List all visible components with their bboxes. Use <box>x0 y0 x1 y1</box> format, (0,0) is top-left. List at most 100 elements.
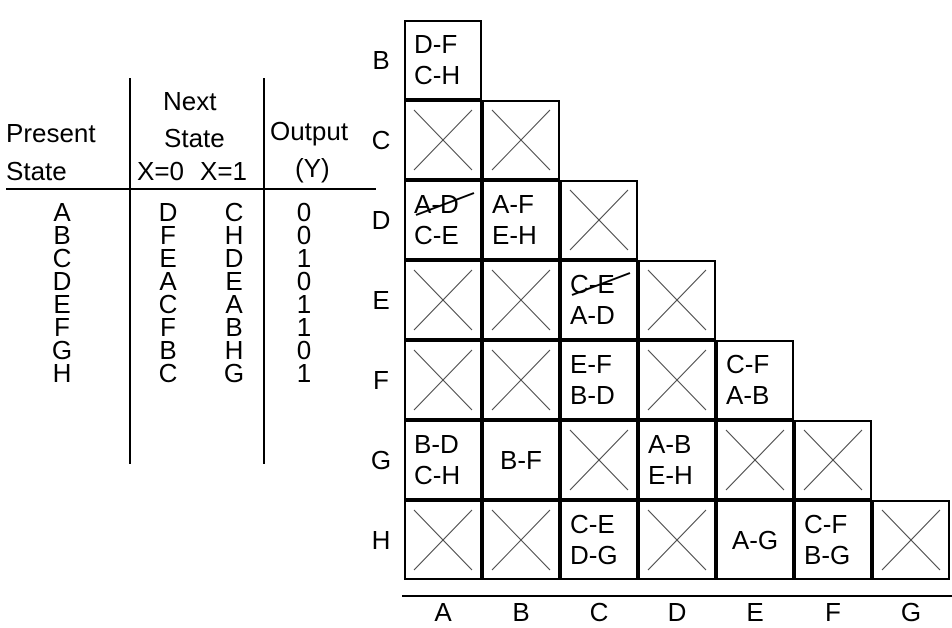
incompatible-cell <box>638 340 716 420</box>
incompatible-cell <box>794 420 872 500</box>
next-x0-cell: F <box>160 220 176 250</box>
output-cell: 1 <box>296 243 312 273</box>
output-cell: 0 <box>296 197 312 227</box>
implied-pair: A-B <box>726 380 770 410</box>
incompatible-cell <box>872 500 950 580</box>
incompatible-cell <box>482 260 560 340</box>
implied-pair: A-D <box>570 300 615 330</box>
present-cell: C <box>52 243 72 273</box>
header-x1: X=1 <box>200 156 247 186</box>
cross-icon <box>491 109 551 171</box>
cross-icon <box>647 269 707 331</box>
implied-pair: A-B <box>648 429 692 459</box>
incompatible-cell <box>638 260 716 340</box>
strikethrough-icon <box>571 272 631 296</box>
struck-pair: A-D <box>414 189 475 220</box>
row-label: B <box>372 45 390 75</box>
struck-pair: C-E <box>570 269 631 300</box>
col-label: D <box>667 597 687 627</box>
implied-pair: A-F <box>492 189 534 219</box>
col-label: G <box>900 597 922 627</box>
col-label: F <box>825 597 841 627</box>
row-label: F <box>373 365 389 395</box>
output-cell: 1 <box>296 289 312 319</box>
present-cell: G <box>51 335 73 365</box>
divider-output <box>263 78 265 464</box>
implied-pair: A-G <box>731 524 779 555</box>
incompatible-cell <box>482 100 560 180</box>
next-x1-cell: C <box>224 197 244 227</box>
cross-icon <box>647 509 707 571</box>
header-output: Output <box>270 116 349 146</box>
next-x1-cell: H <box>224 220 244 250</box>
row-label: C <box>371 125 391 155</box>
incompatible-cell <box>482 340 560 420</box>
col-label: E <box>746 597 764 627</box>
implied-pair: C-H <box>414 460 461 490</box>
next-x0-cell: C <box>158 358 178 388</box>
strikethrough-icon <box>415 192 475 216</box>
next-x1-cell: A <box>225 289 243 319</box>
output-cell: 1 <box>296 358 312 388</box>
incompatible-cell <box>638 500 716 580</box>
cross-icon <box>569 429 629 491</box>
implied-pair: E-H <box>492 220 537 250</box>
implied-pair: C-E <box>414 220 459 250</box>
col-label: B <box>512 597 530 627</box>
next-x0-cell: E <box>159 243 177 273</box>
row-label: E <box>372 285 390 315</box>
cross-icon <box>725 429 785 491</box>
implied-pair: B-D <box>414 429 459 459</box>
cross-icon <box>881 509 941 571</box>
present-cell: H <box>52 358 72 388</box>
present-cell: A <box>53 197 71 227</box>
incompatible-cell <box>404 260 482 340</box>
implied-pair: E-H <box>648 460 693 490</box>
implied-pair: D-F <box>414 29 458 59</box>
cross-icon <box>413 269 473 331</box>
cross-icon <box>413 509 473 571</box>
implied-pair: C-H <box>414 60 461 90</box>
next-x0-cell: A <box>159 266 177 296</box>
next-x1-cell: D <box>224 243 244 273</box>
present-cell: D <box>52 266 72 296</box>
implied-pair: E-F <box>570 349 612 379</box>
row-label: H <box>371 525 391 555</box>
header-rule <box>6 188 376 190</box>
cross-icon <box>491 269 551 331</box>
incompatible-cell <box>716 420 794 500</box>
bottom-axis-rule <box>402 595 952 597</box>
incompatible-cell <box>482 500 560 580</box>
implied-pair: C-F <box>726 349 770 379</box>
row-label: G <box>370 445 392 475</box>
implied-pair: D-G <box>570 540 618 570</box>
cross-icon <box>413 109 473 171</box>
present-cell: B <box>53 220 71 250</box>
cross-icon <box>647 349 707 411</box>
next-x1-cell: E <box>225 266 243 296</box>
implied-pair: B-D <box>570 380 615 410</box>
next-x0-cell: F <box>160 312 176 342</box>
header-x0: X=0 <box>137 156 184 186</box>
next-x1-cell: B <box>225 312 243 342</box>
col-label: A <box>434 597 452 627</box>
present-cell: F <box>54 312 70 342</box>
cross-icon <box>803 429 863 491</box>
cross-icon <box>413 349 473 411</box>
output-cell: 0 <box>296 266 312 296</box>
incompatible-cell <box>404 500 482 580</box>
incompatible-cell <box>404 340 482 420</box>
header-present: Present <box>6 118 96 148</box>
